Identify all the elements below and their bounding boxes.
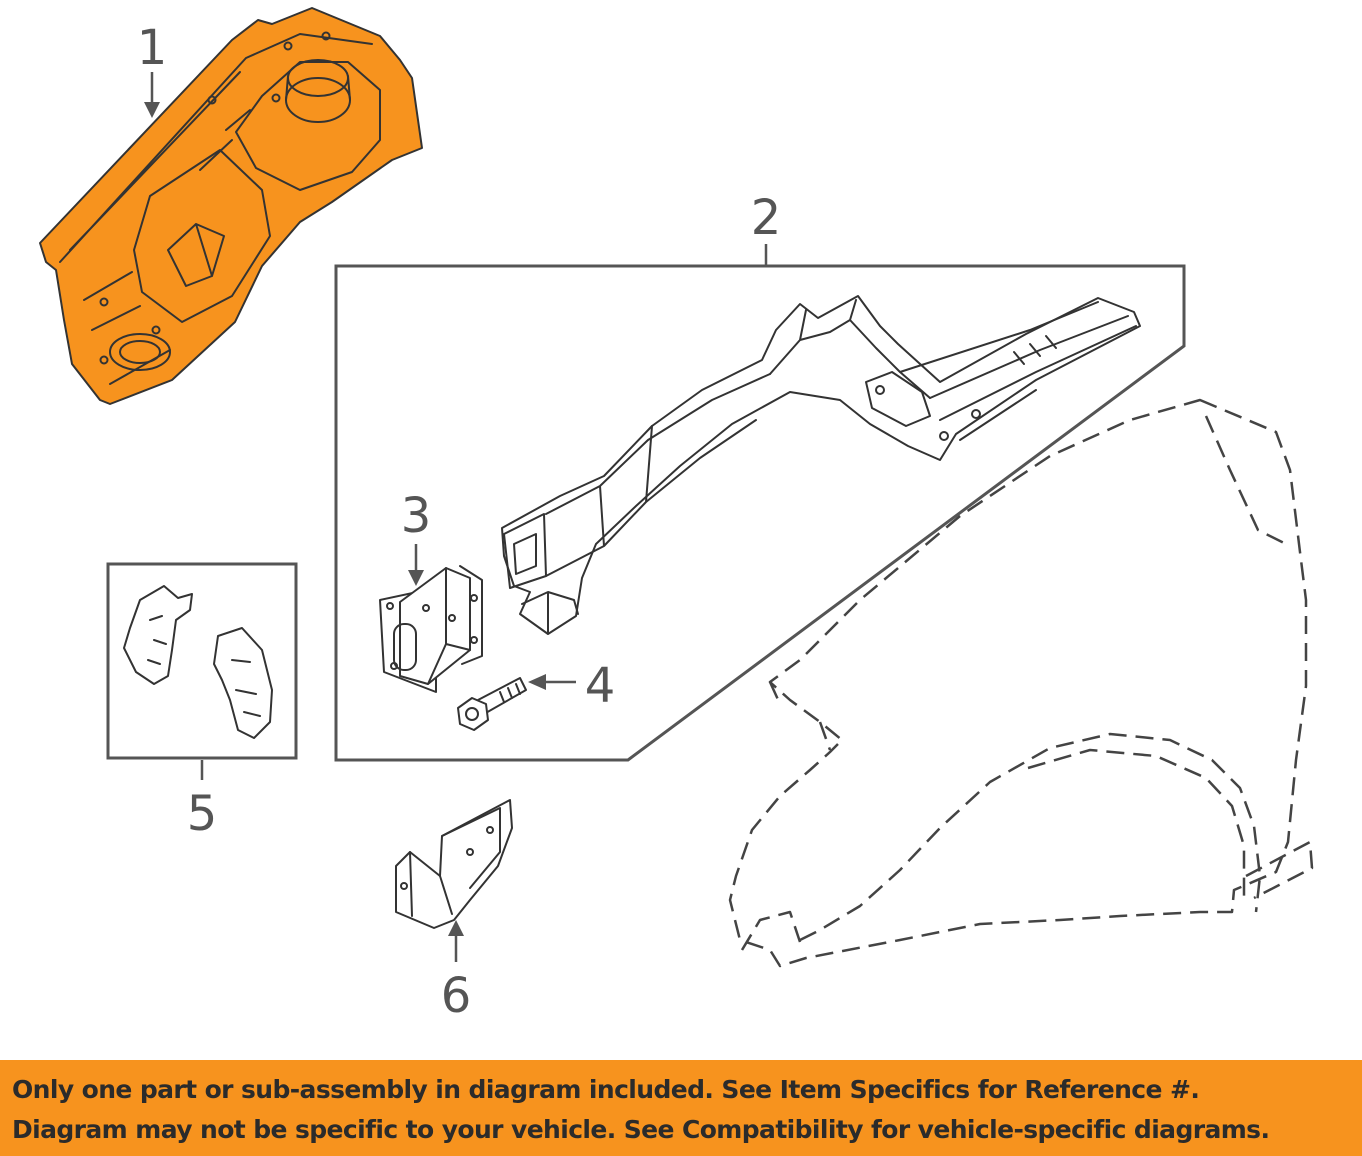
part-5-bracket-left — [123, 585, 193, 685]
callout-1-arrowhead — [144, 102, 160, 118]
part-1-strut-cap-top — [287, 59, 349, 97]
part-3-bracket[interactable] — [379, 565, 483, 693]
part-5-group-box — [106, 562, 298, 760]
part-1-lower-hole-inner — [119, 340, 161, 364]
fender-wheel-arch — [799, 732, 1262, 942]
part-1-bolt-hole — [321, 31, 331, 41]
fender-front-edge — [740, 910, 802, 951]
part-2-rail-outline — [501, 295, 1141, 635]
callout-3-label: 3 — [401, 488, 432, 544]
part-6-bolt-hole — [486, 826, 494, 834]
part-2-mount — [521, 591, 579, 633]
part-3-bolt-hole — [422, 604, 430, 612]
disclaimer-banner: Only one part or sub-assembly in diagram… — [0, 1060, 1362, 1156]
fender-reference-outline — [728, 398, 1314, 968]
part-1-bolt-hole — [151, 325, 161, 335]
part-1-strut-tower — [235, 61, 381, 191]
part-3-bolt-hole — [470, 594, 478, 602]
disclaimer-line-1: Only one part or sub-assembly in diagram… — [12, 1075, 1200, 1104]
part-2-arm — [899, 301, 1137, 441]
part-6-lower-bracket[interactable] — [395, 799, 513, 929]
part-1-bracket — [167, 223, 225, 287]
part-6-edges — [409, 807, 501, 917]
part-6-bolt-hole — [400, 882, 408, 890]
callout-5-label: 5 — [187, 786, 218, 842]
part-5-bracket-left-detail — [147, 615, 167, 665]
parts-diagram: 1 2 3 4 — [39, 7, 1314, 1024]
part-5-bracket-right — [213, 627, 273, 739]
callout-6-arrowhead — [448, 920, 464, 936]
part-2-arm-notches — [1013, 335, 1057, 365]
part-1-bolt-hole — [99, 355, 109, 365]
part-1-outline — [39, 7, 423, 405]
fender-upper-line — [768, 415, 1291, 751]
callout-3-arrowhead — [408, 570, 424, 586]
callout-6-label: 6 — [441, 968, 472, 1024]
callout-2-label: 2 — [751, 190, 782, 246]
part-3-bolt-hole — [386, 602, 394, 610]
part-1-apron-assembly[interactable] — [39, 7, 423, 405]
part-1-bolt-hole — [207, 95, 217, 105]
part-5-reinforcement-brackets[interactable] — [123, 585, 273, 739]
part-3-bolt-hole — [390, 662, 398, 670]
part-4-bolt[interactable] — [457, 677, 527, 731]
fender-outline — [728, 398, 1308, 968]
part-1-ribs — [83, 109, 251, 385]
part-3-flange — [459, 565, 483, 665]
part-4-head — [457, 697, 489, 731]
part-2-bolt-hole — [939, 431, 949, 441]
part-3-slot — [393, 623, 417, 671]
part-3-bolt-hole — [470, 636, 478, 644]
part-4-threads — [499, 683, 521, 703]
part-3-bolt-hole — [448, 614, 456, 622]
callout-1-label: 1 — [137, 20, 168, 76]
part-6-outline — [395, 799, 513, 929]
part-2-bolt-hole — [875, 385, 885, 395]
part-1-bolt-hole — [271, 93, 281, 103]
part-5-bracket-right-detail — [231, 659, 261, 717]
callout-4-arrowhead — [528, 674, 546, 690]
part-1-bolt-hole — [99, 297, 109, 307]
part-1-lower-hole — [109, 333, 171, 371]
part-1-inner-panel — [133, 149, 271, 323]
part-2-frame-rail[interactable] — [501, 295, 1141, 635]
fender-wheel-arch-inner — [1027, 748, 1246, 900]
part-2-bolt-hole — [971, 409, 981, 419]
part-6-bolt-hole — [466, 848, 474, 856]
part-3-box-edges — [427, 567, 471, 685]
part-1-top-rail — [59, 33, 373, 263]
part-1-bolt-hole — [283, 41, 293, 51]
part-4-head-center — [465, 707, 479, 721]
part-1-strut-cap — [285, 77, 351, 123]
part-2-pocket — [865, 371, 931, 427]
callout-4-label: 4 — [585, 658, 616, 714]
part-2-group-box — [334, 264, 1186, 762]
disclaimer-line-2: Diagram may not be specific to your vehi… — [12, 1115, 1270, 1144]
fender-lower-edge — [1245, 840, 1314, 900]
part-2-rail-body-lines — [545, 373, 771, 577]
